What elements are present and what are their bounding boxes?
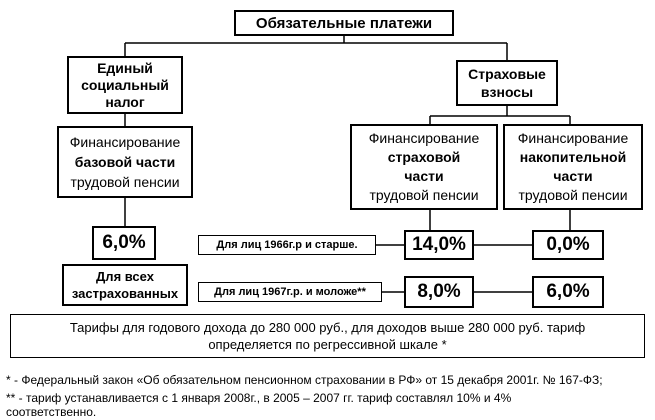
esn-line3: налог: [105, 93, 145, 110]
footnote-2-continued: соответственно.: [6, 405, 97, 419]
fin-insurance-line4: трудовой пенсии: [369, 187, 479, 203]
tariff-note-line2: определяется по регрессивной шкале *: [208, 337, 447, 352]
tariff-note-line1: Тарифы для годового дохода до 280 000 ру…: [69, 320, 586, 335]
fin-insurance-line3: части: [404, 168, 444, 184]
fin-base-line2: базовой части: [74, 154, 176, 170]
younger-savings-rate-box: 6,0%: [532, 276, 604, 308]
all-insured-box: Для всех застрахованных: [62, 264, 188, 306]
fin-insurance-line2: страховой: [387, 149, 461, 165]
all-insured-line2: застрахованных: [71, 286, 179, 301]
older-savings-rate-box: 0,0%: [532, 230, 604, 260]
younger-insurance-rate: 8,0%: [417, 281, 461, 302]
younger-cohort-label: Для лиц 1967г.р. и моложе**: [214, 286, 366, 298]
fin-base-line1: Финансирование: [69, 134, 181, 150]
insurance-part-financing-box: Финансирование страховой части трудовой …: [350, 124, 498, 210]
all-insured-line1: Для всех: [96, 269, 154, 284]
older-cohort-label-box: Для лиц 1966г.р и старше.: [198, 235, 376, 255]
savings-part-financing-box: Финансирование накопительной части трудо…: [503, 124, 643, 210]
fin-base-line3: трудовой пенсии: [70, 174, 180, 190]
base-rate-box: 6,0%: [92, 226, 156, 260]
fin-insurance-line1: Финансирование: [368, 130, 480, 146]
fin-savings-line4: трудовой пенсии: [518, 187, 628, 203]
esn-line1: Единый: [97, 59, 153, 76]
younger-insurance-rate-box: 8,0%: [404, 276, 474, 308]
footnote-1: * - Федеральный закон «Об обязательном п…: [6, 373, 603, 387]
tariff-note-box: Тарифы для годового дохода до 280 000 ру…: [10, 314, 645, 358]
root-label: Обязательные платежи: [255, 14, 433, 32]
footnote-2: ** - тариф устанавливается с 1 января 20…: [6, 391, 512, 405]
older-cohort-label: Для лиц 1966г.р и старше.: [216, 239, 358, 251]
unified-social-tax-box: Единый социальный налог: [67, 56, 183, 114]
fin-savings-line1: Финансирование: [517, 130, 629, 146]
insurance-line1: Страховые: [468, 66, 546, 82]
older-insurance-rate: 14,0%: [412, 234, 466, 255]
root-mandatory-payments-box: Обязательные платежи: [234, 10, 454, 36]
insurance-contributions-box: Страховые взносы: [456, 60, 558, 106]
younger-cohort-label-box: Для лиц 1967г.р. и моложе**: [198, 282, 382, 302]
base-part-financing-box: Финансирование базовой части трудовой пе…: [57, 126, 193, 198]
older-insurance-rate-box: 14,0%: [404, 230, 474, 260]
fin-savings-line2: накопительной: [519, 149, 627, 165]
older-savings-rate: 0,0%: [546, 234, 590, 255]
insurance-line2: взносы: [480, 84, 534, 100]
younger-savings-rate: 6,0%: [546, 281, 590, 302]
fin-savings-line3: части: [553, 168, 593, 184]
esn-line2: социальный: [81, 76, 169, 93]
base-rate-value: 6,0%: [102, 232, 146, 253]
